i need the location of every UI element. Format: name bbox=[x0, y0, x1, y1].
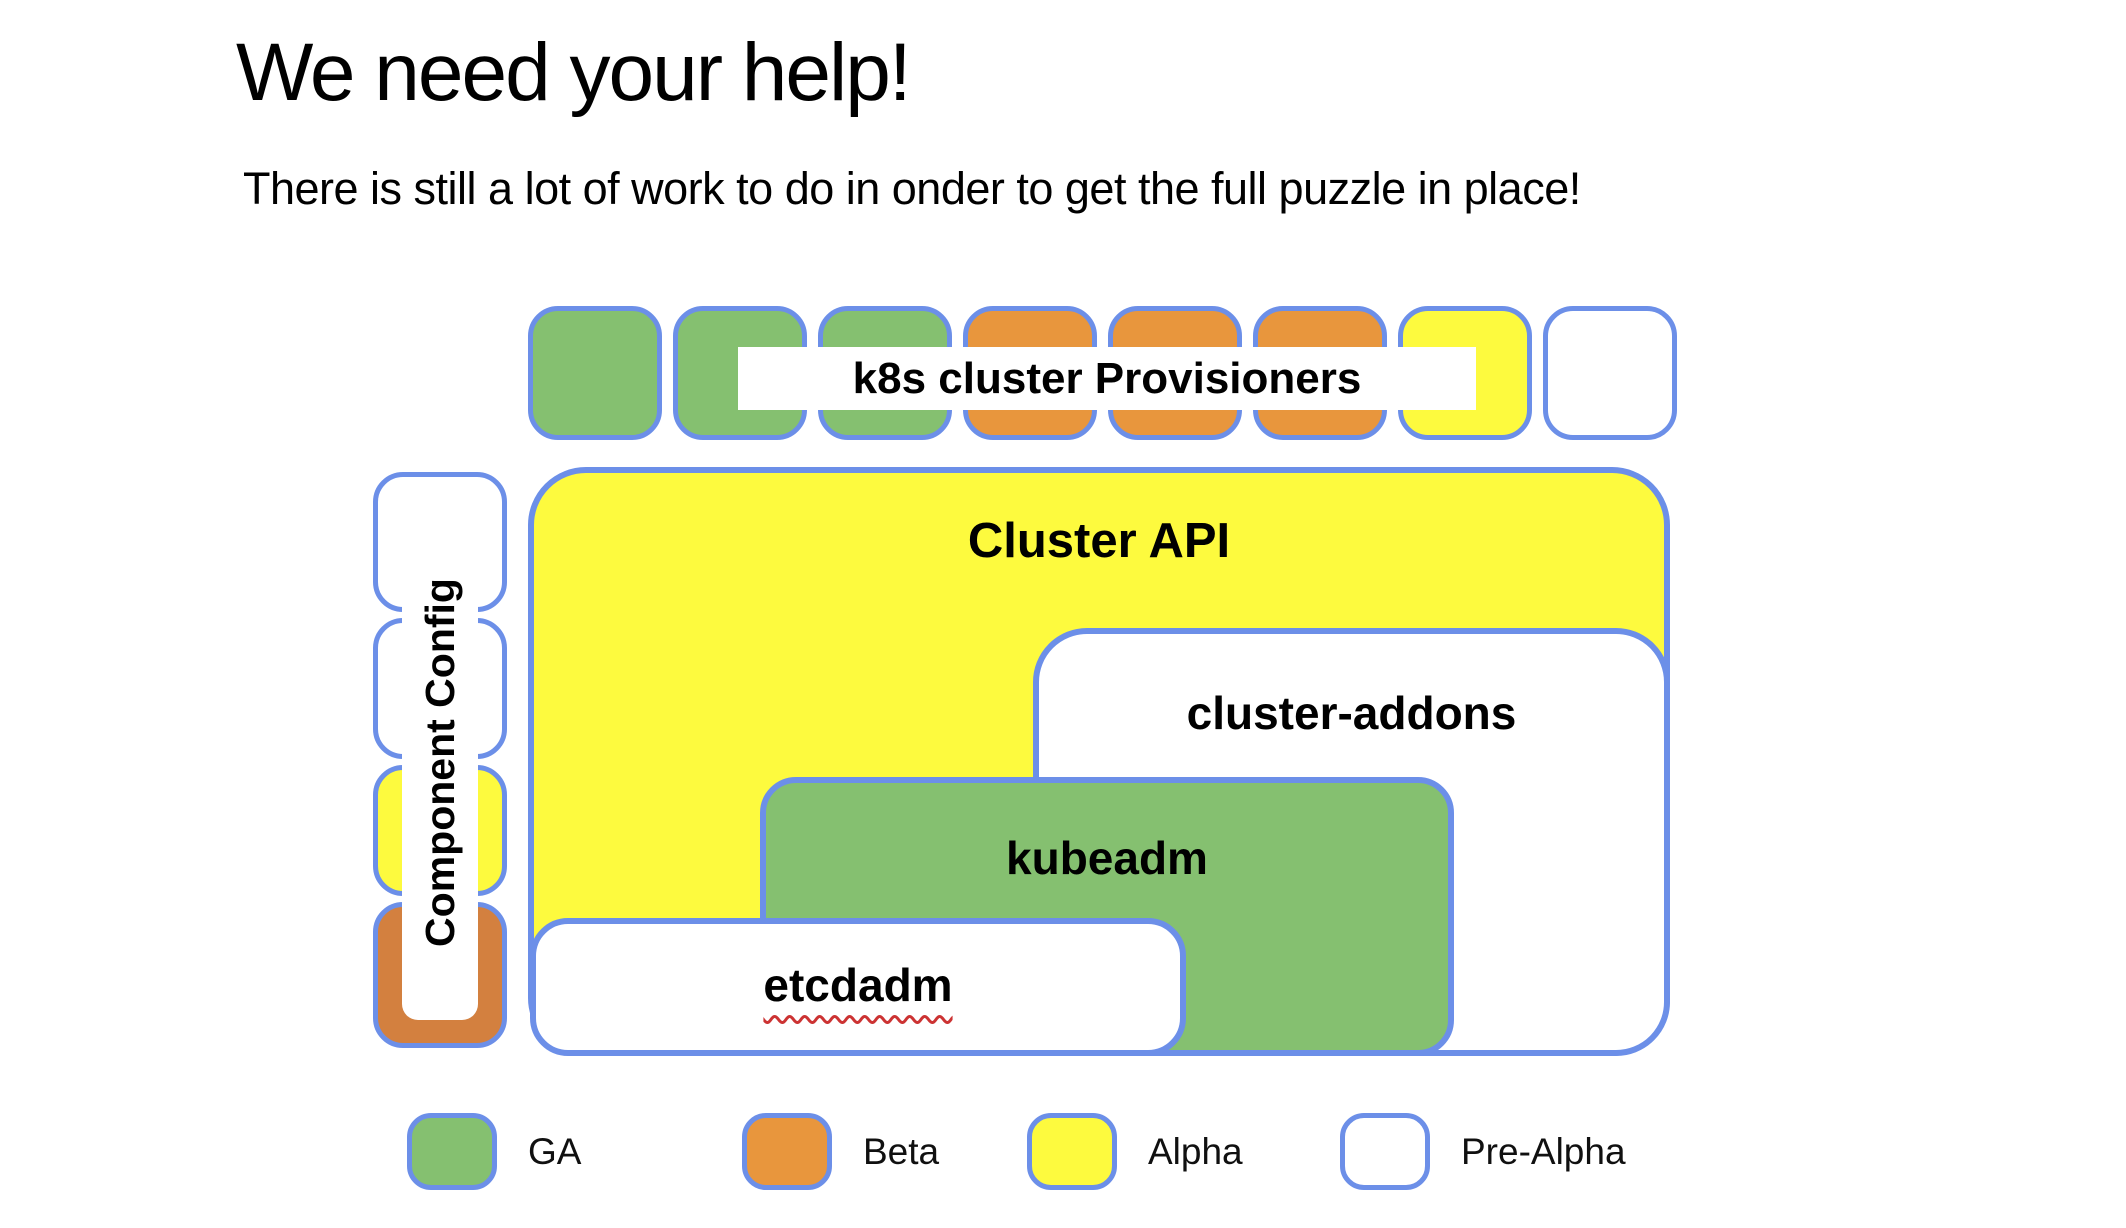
etcdadm-box: etcdadm bbox=[530, 918, 1186, 1056]
legend-label: Alpha bbox=[1148, 1130, 1243, 1172]
legend-item-ga: GA bbox=[407, 1113, 581, 1190]
legend-item-alpha: Alpha bbox=[1027, 1113, 1243, 1190]
cluster-addons-label: cluster-addons bbox=[1186, 687, 1517, 739]
slide-title: We need your help! bbox=[236, 27, 912, 118]
slide-subtitle: There is still a lot of work to do in on… bbox=[243, 163, 1581, 214]
legend: GA Beta Alpha Pre-Alpha bbox=[0, 1113, 2126, 1203]
legend-label: Pre-Alpha bbox=[1461, 1130, 1626, 1172]
legend-swatch-beta bbox=[742, 1113, 832, 1190]
puzzle-square-pre-alpha bbox=[1543, 306, 1677, 440]
legend-swatch-ga bbox=[407, 1113, 497, 1190]
kubeadm-label: kubeadm bbox=[1006, 832, 1208, 884]
legend-label: GA bbox=[528, 1130, 582, 1172]
legend-item-beta: Beta bbox=[742, 1113, 939, 1190]
legend-label: Beta bbox=[863, 1130, 940, 1172]
provisioners-label: k8s cluster Provisioners bbox=[738, 347, 1476, 410]
puzzle-square-ga bbox=[528, 306, 662, 440]
component-config-label-text: Component Config bbox=[416, 577, 463, 947]
etcdadm-label: etcdadm bbox=[763, 959, 953, 1011]
cluster-api-label: Cluster API bbox=[967, 514, 1231, 568]
legend-swatch-pre-alpha bbox=[1340, 1113, 1430, 1190]
component-config-label: Component Config bbox=[402, 504, 478, 1020]
legend-item-pre-alpha: Pre-Alpha bbox=[1340, 1113, 1626, 1190]
legend-swatch-alpha bbox=[1027, 1113, 1117, 1190]
